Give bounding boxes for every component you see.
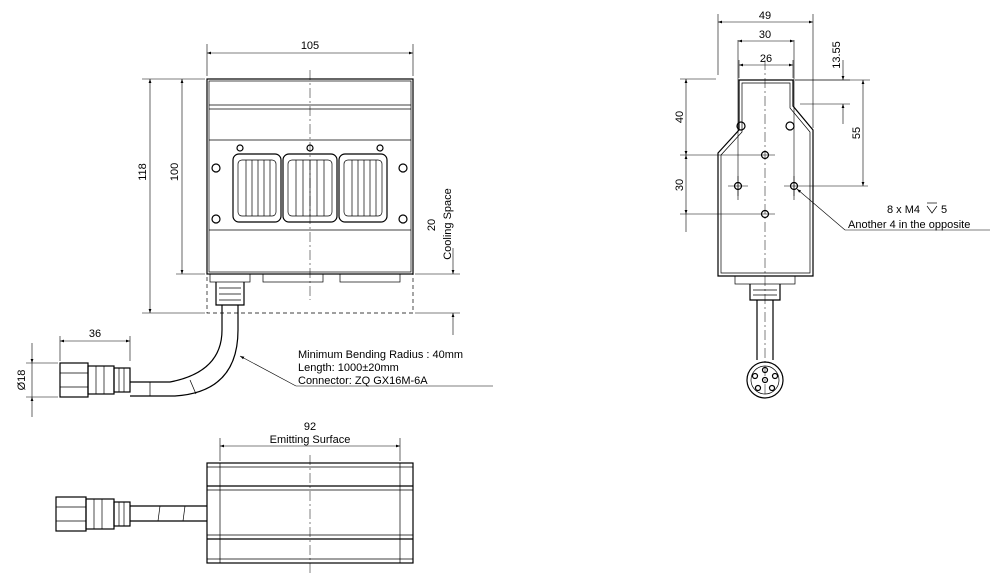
mounting-hole-icon	[755, 150, 775, 160]
dim-height-100: 100	[169, 163, 181, 181]
screw-icon	[376, 144, 384, 152]
screw-icon	[736, 121, 746, 131]
dim-width-105: 105	[301, 40, 319, 52]
hole-spec-leader	[796, 188, 846, 231]
dim-height-13-55: 13.55	[831, 41, 843, 69]
cable	[130, 305, 223, 383]
bottom-connector-plug	[55, 496, 131, 532]
dim-height-40: 40	[674, 111, 686, 123]
dim-height-30: 30	[674, 179, 686, 191]
note-connector-type: Connector: ZQ GX16M-6A	[298, 375, 428, 387]
light-module	[232, 153, 282, 223]
cooling-space-label: Cooling Space	[442, 188, 454, 260]
dim-width-92: 92	[304, 421, 316, 433]
dim-height-118: 118	[137, 163, 149, 181]
light-module	[282, 153, 338, 223]
connector-face-icon	[746, 361, 784, 399]
screw-icon	[211, 163, 221, 173]
front-view: 105 118 100 20 Cooling Space 36 Ø18 Mini…	[16, 40, 493, 417]
dim-width-26: 26	[760, 53, 772, 65]
cable-gland	[209, 273, 251, 283]
light-module	[338, 153, 388, 223]
hole-spec-depth: 5	[941, 204, 947, 216]
bottom-view: 92 Emitting Surface	[55, 421, 414, 575]
dim-plug-36: 36	[89, 328, 101, 340]
screw-icon	[398, 214, 408, 224]
screw-icon	[398, 163, 408, 173]
side-body-outline	[717, 79, 814, 277]
connector-plug	[59, 362, 131, 398]
dim-plug-diameter: Ø18	[16, 370, 28, 391]
side-view: 49 30 26 13.55 55 40 30 8 x M4	[674, 10, 990, 399]
dim-width-30: 30	[759, 29, 771, 41]
hole-spec-prefix: 8 x M4	[887, 204, 920, 216]
bottom-connector	[262, 273, 324, 283]
depth-symbol-icon	[926, 202, 938, 214]
emitting-surface-label: Emitting Surface	[270, 434, 351, 446]
note-bending-radius: Minimum Bending Radius : 40mm	[298, 349, 463, 361]
note-cable-length: Length: 1000±20mm	[298, 362, 399, 374]
dim-height-55: 55	[851, 127, 863, 139]
side-cable-gland	[749, 284, 781, 301]
cooling-space-outline	[206, 273, 414, 314]
screw-icon	[306, 144, 314, 152]
dim-cooling-20: 20	[426, 219, 438, 231]
screw-icon	[785, 121, 795, 131]
screw-icon	[236, 144, 244, 152]
note-leader	[239, 355, 297, 387]
screw-icon	[211, 214, 221, 224]
side-bottom-connector	[734, 275, 796, 285]
dim-width-49: 49	[759, 10, 771, 22]
bottom-connector	[339, 273, 401, 283]
cable-gland-body	[215, 282, 245, 306]
mounting-hole-icon	[755, 209, 775, 219]
hole-note: Another 4 in the opposite	[848, 219, 970, 231]
